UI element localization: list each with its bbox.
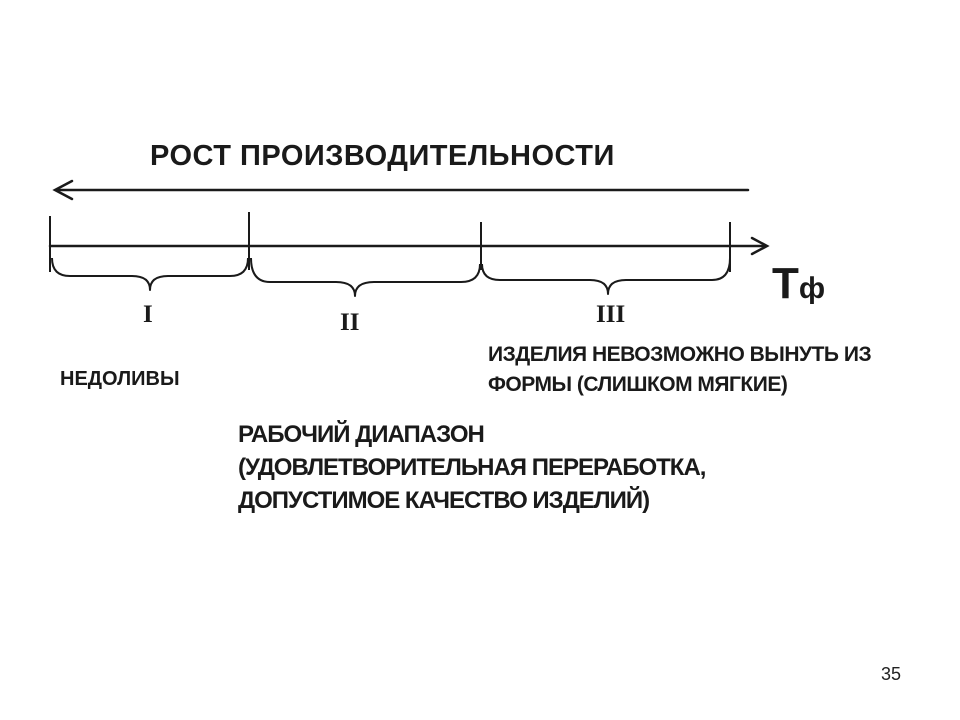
zone-3-numeral: III xyxy=(596,301,626,328)
brace-zone-1 xyxy=(51,257,249,291)
zone-2-caption: РАБОЧИЙ ДИАПАЗОН (УДОВЛЕТВОРИТЕЛЬНАЯ ПЕР… xyxy=(238,418,706,517)
brace-zone-3 xyxy=(481,257,731,295)
zone-1-caption: НЕДОЛИВЫ xyxy=(60,366,180,392)
page-number: 35 xyxy=(881,664,902,684)
zone-2-caption-line: ДОПУСТИМОЕ КАЧЕСТВО ИЗДЕЛИЙ) xyxy=(238,487,650,515)
zone-3-caption-line: ИЗДЕЛИЯ НЕВОЗМОЖНО ВЫНУТЬ ИЗ xyxy=(488,343,872,366)
productivity-arrow xyxy=(52,179,750,201)
zone-2-caption-line: (УДОВЛЕТВОРИТЕЛЬНАЯ ПЕРЕРАБОТКА, xyxy=(238,454,706,482)
zone-2-numeral: II xyxy=(340,309,360,336)
zone-3-caption: ИЗДЕЛИЯ НЕВОЗМОЖНО ВЫНУТЬ ИЗ ФОРМЫ (СЛИШ… xyxy=(488,340,872,400)
diagram-title: РОСТ ПРОИЗВОДИТЕЛЬНОСТИ xyxy=(150,140,615,172)
axis-label: Tф xyxy=(772,262,825,306)
t-axis xyxy=(48,236,770,256)
axis-subscript: ф xyxy=(798,272,826,305)
zone-1-numeral: I xyxy=(143,301,153,328)
zone-braces xyxy=(51,257,731,297)
zone-boundaries xyxy=(49,212,731,272)
axis-symbol: T xyxy=(772,259,799,308)
zone-1-caption-line: НЕДОЛИВЫ xyxy=(60,368,180,390)
brace-zone-2 xyxy=(250,257,481,297)
zone-2-caption-line: РАБОЧИЙ ДИАПАЗОН xyxy=(238,421,485,448)
zone-3-caption-line: ФОРМЫ (СЛИШКОМ МЯГКИЕ) xyxy=(488,372,788,396)
